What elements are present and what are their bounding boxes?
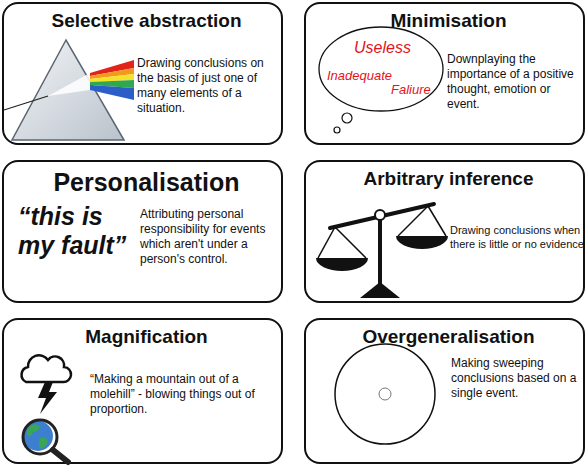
light-ray <box>4 96 48 110</box>
thought-dot <box>342 113 352 123</box>
globe-magnifier <box>23 420 68 462</box>
distortion-card: OvergeneralisationMaking sweeping conclu… <box>304 318 585 464</box>
light-fan <box>48 73 90 96</box>
cloud-icon <box>22 355 71 382</box>
scales-beam <box>330 204 434 228</box>
card-title: Personalisation <box>8 167 285 198</box>
spectrum-blue <box>90 85 134 100</box>
scales-pan <box>396 236 448 249</box>
card-title: Magnification <box>8 325 285 349</box>
magnifier-handle <box>53 450 68 462</box>
scales-pan <box>316 258 368 271</box>
spectrum-red <box>90 60 134 76</box>
inner-circle <box>379 388 391 400</box>
thought-bubble: UselessInadequateFaliure <box>318 26 444 112</box>
storm-illustration <box>22 355 71 414</box>
thought-word: Inadequate <box>327 68 397 84</box>
prism-illustration <box>4 40 134 140</box>
thought-word: Useless <box>354 38 434 58</box>
spectrum-yellow <box>90 74 134 82</box>
distortion-card: Arbitrary inferenceDrawing conclusions w… <box>304 160 585 303</box>
distortion-card: Magnification “Making a mountain out of a… <box>2 318 283 464</box>
globe-land <box>39 437 48 449</box>
outer-circle <box>335 344 435 444</box>
card-description: Downplaying the importance of a positive… <box>447 52 579 112</box>
scales-base <box>360 282 400 298</box>
card-title: Selective abstraction <box>8 9 285 33</box>
spectrum-orange <box>90 68 134 79</box>
lightning-bolt <box>38 382 57 414</box>
card-description: Making sweeping conclusions based on a s… <box>451 356 583 401</box>
spectrum-green <box>90 80 134 88</box>
distortion-card: Selective abstractionDrawing conclusions… <box>2 2 283 145</box>
scales-pole <box>378 212 382 285</box>
thought-word: Faliure <box>391 82 443 98</box>
scales-pivot <box>375 210 385 220</box>
card-description: Attributing personal responsibility for … <box>140 207 286 267</box>
globe-land <box>27 424 40 436</box>
card-title: Minimisation <box>310 9 587 33</box>
card-description: Drawing conclusions when there is little… <box>450 224 584 252</box>
bubble-ellipse <box>319 27 443 111</box>
card-description: “Making a mountain out of a molehill” - … <box>90 372 282 417</box>
quote-text: “this is my fault” <box>18 202 134 260</box>
scales-string <box>428 206 446 236</box>
card-title: Overgeneralisation <box>310 325 587 349</box>
distortion-card: Personalisation “this is my fault”Attribu… <box>2 160 283 303</box>
globe <box>23 421 53 451</box>
scales-string <box>398 206 428 236</box>
thought-dot <box>334 127 340 133</box>
card-description: Drawing conclusions on the basis of just… <box>137 56 283 116</box>
prism <box>12 40 124 140</box>
scales-string <box>335 227 366 258</box>
scales-illustration <box>316 204 448 298</box>
magnifier-ring <box>23 420 57 454</box>
scales-string <box>318 227 335 258</box>
distortion-card: MinimisationDownplaying the importance o… <box>304 2 585 145</box>
card-title: Arbitrary inference <box>310 167 587 191</box>
